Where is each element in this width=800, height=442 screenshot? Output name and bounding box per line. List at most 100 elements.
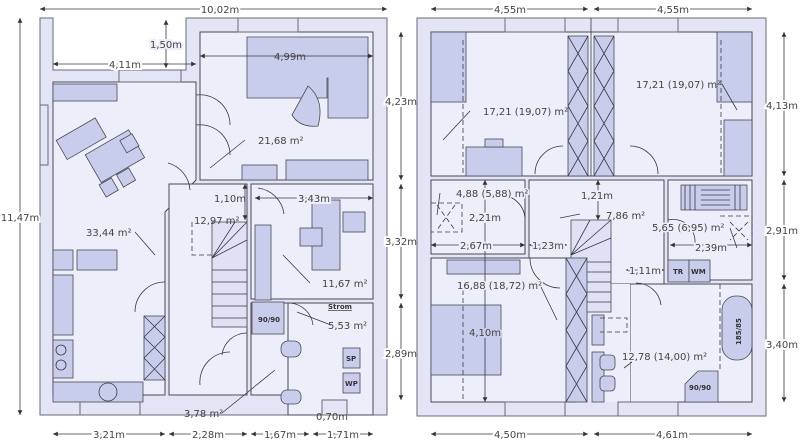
dining-table-set: [55, 117, 146, 198]
utility-door: [289, 302, 314, 326]
dim-label: 1,10m: [214, 194, 246, 205]
sp-unit: [342, 347, 361, 369]
area-bathroom: 12,78 (14,00) m²: [622, 352, 707, 363]
dim-label: 4,50m: [494, 430, 526, 441]
window: [617, 17, 679, 33]
dim-label: 10,02m: [201, 5, 239, 16]
dim-label: 4,55m: [657, 5, 689, 16]
kitchen-counter: [52, 249, 74, 271]
ground-floor-plan: 90/90 SP WP Strom 10,02m 1,50m: [0, 3, 419, 442]
dim-label: 1,23m: [532, 241, 564, 252]
tv-cabinet: [241, 164, 278, 181]
kitchen-counter: [52, 274, 74, 336]
sideboard: [285, 159, 369, 181]
dim-label: 1,11m: [629, 266, 661, 277]
dim-label: 3,21m: [93, 430, 125, 441]
burner: [55, 359, 67, 371]
dim-label: 2,39m: [695, 243, 727, 254]
wm-label: WM: [691, 268, 706, 276]
basin: [599, 354, 616, 371]
dim-label: 1,67m: [264, 430, 296, 441]
dim-label: 2,28m: [192, 430, 224, 441]
dim-label: 4,10m: [469, 328, 501, 339]
area-bedroom-right: 17,21 (19,07) m²: [636, 80, 721, 91]
monitor: [484, 138, 504, 148]
dim-label: 2,89m: [385, 349, 417, 360]
side-table: [291, 85, 321, 127]
wardrobe: [430, 31, 467, 103]
area-bedroom-left: 17,21 (19,07) m²: [483, 107, 568, 118]
dim-label: 2,91m: [766, 226, 798, 237]
chair: [299, 227, 323, 247]
wardrobe-stack: [565, 257, 588, 403]
shower-tray: [251, 301, 285, 335]
dim-label: 3,32m: [385, 237, 417, 248]
bathtub-label: 185/85: [735, 318, 743, 345]
wardrobe: [716, 31, 753, 103]
sauna-bench: [680, 184, 748, 211]
dim-label: 1,71m: [327, 430, 359, 441]
area-utility: 5,53 m²: [328, 321, 367, 332]
cabinet: [52, 83, 118, 102]
toilet: [280, 340, 302, 358]
area-storage: 5,65 (6,95) m²: [652, 223, 724, 234]
area-landing: 7,86 m²: [606, 211, 645, 222]
shower-tray: [684, 370, 719, 403]
shower-label: 90/90: [689, 384, 711, 392]
area-wc: 3,78 m²: [184, 409, 223, 420]
window: [617, 401, 679, 417]
area-office: 11,67 m²: [322, 279, 368, 290]
window: [504, 17, 566, 33]
dim-label: 4,11m: [109, 60, 141, 71]
washbasin: [280, 389, 302, 405]
shower-label: 90/90: [258, 316, 280, 324]
kitchen-door: [134, 281, 166, 313]
strom-label: Strom: [328, 303, 352, 311]
living-doors: [195, 94, 231, 156]
desk: [465, 146, 523, 177]
ground-area-labels: 21,68 m² 12,97 m² 33,44 m² 11,67 m² 5,53…: [86, 136, 368, 420]
wardrobe-stack: [567, 35, 615, 177]
toilet: [591, 314, 605, 346]
tr-label: TR: [673, 268, 684, 276]
dim-label: 4,61m: [656, 430, 688, 441]
dim-label: 3,40m: [766, 340, 798, 351]
ground-dimension-labels: 10,02m 1,50m 4,11m 4,99m 4,23m 1,10m 3,4…: [0, 3, 419, 442]
area-closet: 4,88 (5,88) m²: [456, 189, 528, 200]
area-hall: 12,97 m²: [194, 216, 240, 227]
wp-label: WP: [345, 380, 358, 388]
window: [118, 69, 182, 83]
dim-label: 4,13m: [766, 101, 798, 112]
doors: [529, 257, 662, 306]
bedroom-bottom-left: [430, 257, 577, 403]
upper-dimensions: [431, 6, 787, 437]
sink: [98, 382, 118, 402]
dim-label: 2,21m: [469, 213, 501, 224]
bedroom-doors: [534, 145, 659, 175]
area-kitchen-dining: 33,44 m²: [86, 228, 132, 239]
dim-label: 4,99m: [274, 52, 306, 63]
window: [237, 17, 299, 33]
area-living: 21,68 m²: [258, 136, 304, 147]
upper-floor-plan: TR WM 185/85 90/90: [416, 3, 800, 442]
window: [504, 401, 566, 417]
doors: [499, 194, 696, 244]
kitchen-counter: [52, 381, 144, 403]
dim-label: 2,67m: [460, 241, 492, 252]
window: [39, 104, 49, 166]
tall-cabinets: [143, 315, 166, 381]
desk: [723, 119, 753, 177]
upper-dimension-labels: 4,55m 4,55m 4,13m 1,21m 2,21m 2,91m 2,67…: [458, 3, 800, 442]
window: [321, 399, 348, 416]
burner: [55, 344, 67, 356]
area-room-bottom-left: 16,88 (18,72) m²: [457, 281, 542, 292]
ground-dimensions: [17, 6, 404, 437]
dim-label: 11,47m: [1, 213, 39, 224]
bed: [430, 304, 502, 376]
wp-unit: [342, 372, 361, 394]
hall-doors: [199, 332, 248, 386]
dim-label: 1,50m: [150, 40, 182, 51]
chair: [342, 211, 366, 233]
door-swing: [167, 162, 191, 191]
